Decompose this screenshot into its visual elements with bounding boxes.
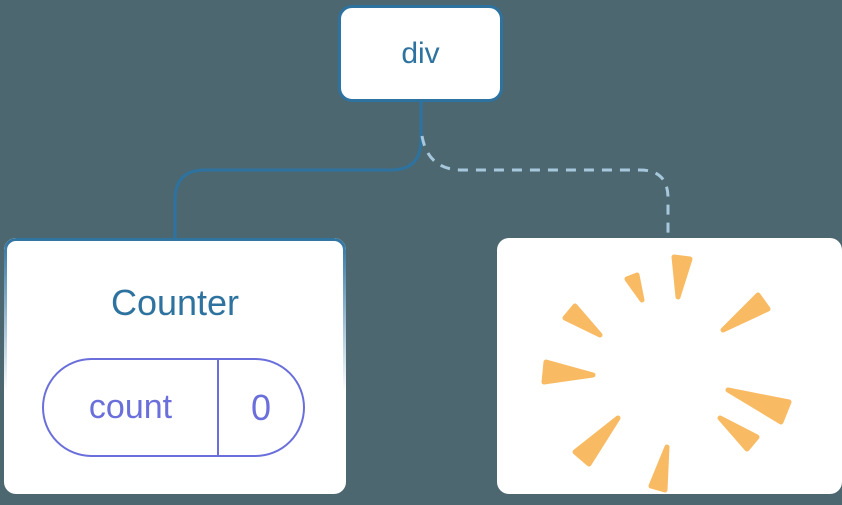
poof-ray [717,415,760,452]
root-node-div: div [338,5,503,102]
dashed-connector [420,135,670,240]
state-key-label: count [44,360,219,455]
poof-ray [624,272,645,303]
removed-card [497,238,842,494]
state-pill: count 0 [42,358,305,457]
poof-ray [562,303,603,338]
poof-ray [648,444,670,493]
counter-card: Counter count 0 [4,238,346,494]
poof-ray [541,359,596,385]
state-value-label: 0 [250,386,272,428]
poof-ray [572,415,621,467]
poof-icon [541,254,792,493]
poof-ray [671,254,693,300]
counter-title: Counter [110,282,240,323]
poof-ray [720,292,771,333]
poof-ray [725,387,792,425]
root-node-label: div [401,36,440,70]
solid-connector [173,102,423,240]
